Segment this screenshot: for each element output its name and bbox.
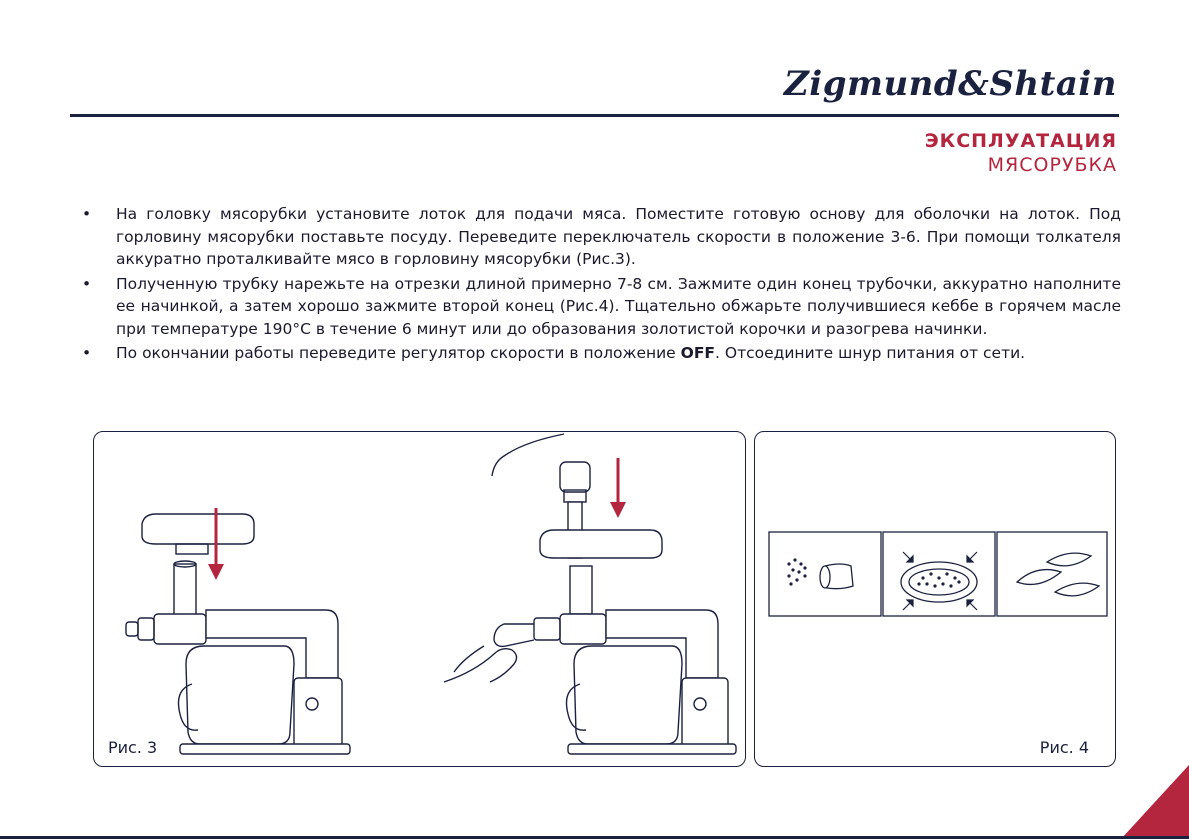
instruction-list: • На головку мясорубки установите лоток д… xyxy=(78,203,1121,367)
figure-4-illustration xyxy=(768,531,1108,617)
section-title: ЭКСПЛУАТАЦИЯ xyxy=(924,130,1117,152)
footer-rule xyxy=(0,836,1189,839)
list-item: • По окончании работы переведите регулято… xyxy=(78,342,1121,365)
figure-4-label: Рис. 4 xyxy=(1039,738,1089,757)
bullet-text: По окончании работы переведите регулятор… xyxy=(116,344,681,362)
bullet-text: На головку мясорубки установите лоток дл… xyxy=(116,205,1121,268)
bullet-icon: • xyxy=(82,274,92,293)
figure-3-panel: Рис. 3 xyxy=(93,431,746,767)
header-rule xyxy=(70,114,1119,117)
list-item: • Полученную трубку нарежьте на отрезки д… xyxy=(78,273,1121,341)
bullet-icon: • xyxy=(82,344,92,362)
list-item: • На головку мясорубки установите лоток д… xyxy=(78,203,1121,271)
bullet-bold-text: OFF xyxy=(680,344,716,362)
brand-logo: Zigmund&Shtain xyxy=(783,64,1117,104)
bullet-text: . Отсоедините шнур питания от сети. xyxy=(715,344,1026,362)
figure-3-label: Рис. 3 xyxy=(108,738,158,757)
bullet-text: Полученную трубку нарежьте на отрезки дл… xyxy=(116,274,1121,338)
figure-4-panel: Рис. 4 xyxy=(754,431,1116,767)
corner-accent xyxy=(1121,765,1189,839)
bullet-icon: • xyxy=(82,205,92,223)
figure-3-illustration xyxy=(125,433,737,755)
section-subtitle: МЯСОРУБКА xyxy=(987,154,1117,176)
